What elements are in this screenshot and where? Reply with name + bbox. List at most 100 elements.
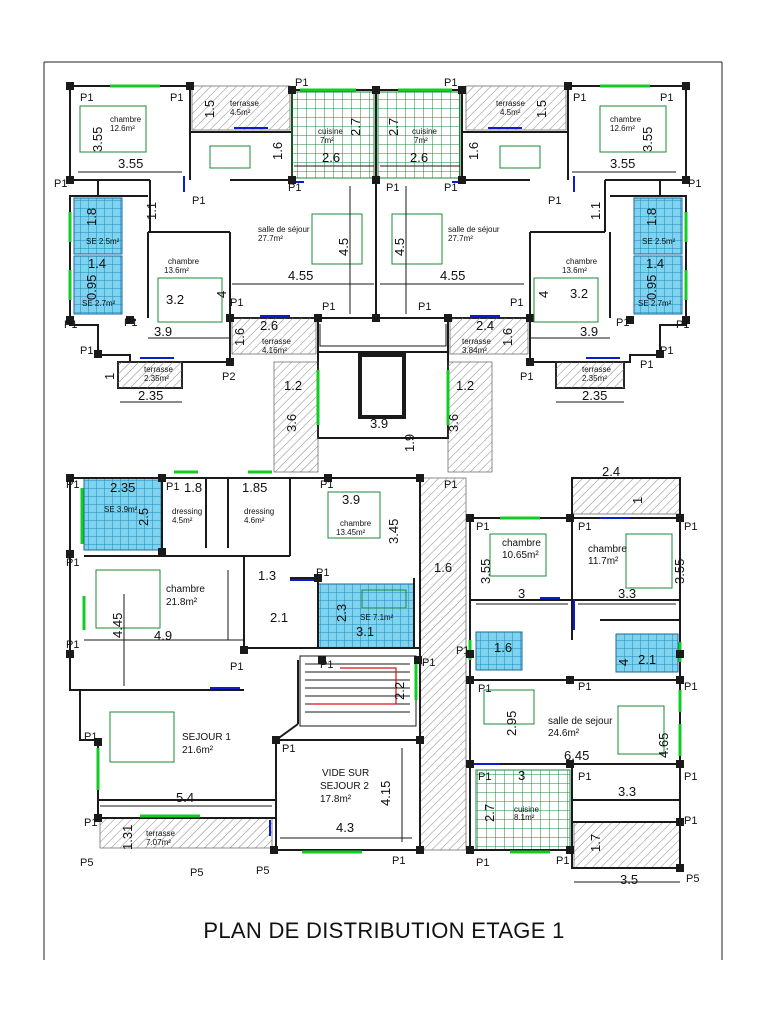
ref-p1: P1	[418, 301, 431, 313]
label-area-sl: 27.7m²	[258, 234, 283, 243]
ref-p1: P1	[170, 92, 183, 104]
terrasse-mid-right	[449, 317, 529, 355]
access-hatch-right	[447, 361, 493, 473]
se-upper-right-2	[633, 255, 683, 315]
vdim-36-l: 3.6	[284, 414, 299, 432]
label-area-tr: 4.5m²	[500, 108, 521, 117]
vdim-18-l: 1.8	[84, 208, 99, 226]
vdim-355-l: 3.55	[90, 127, 105, 152]
label-terrasse-sr: terrasse	[582, 365, 611, 374]
vdim-45-r: 4.5	[392, 238, 407, 256]
vdim-16-tl: 1.6	[232, 328, 247, 346]
vdim-17: 1.7	[588, 834, 603, 852]
dim-39-r: 3.9	[580, 324, 598, 339]
terrasse-small-left	[117, 361, 183, 389]
dim-235-r: 2.35	[582, 388, 607, 403]
se-east-2	[615, 633, 679, 673]
ref-p1: P1	[444, 77, 457, 89]
label-dressing-2: dressing	[244, 507, 274, 516]
dim-21: 2.1	[270, 610, 288, 625]
vertical-dimension-labels: 3.55 3.55 1.5 1.5 2.7 2.7 1.6 1.6 1.1 1.…	[84, 100, 687, 852]
ref-p5: P5	[686, 873, 699, 885]
label-chambre-ur: chambre	[610, 115, 642, 124]
label-area-sr2: 2.35m²	[582, 374, 607, 383]
label-area-sejour1: 21.6m²	[182, 745, 214, 756]
label-area-218: 21.8m²	[166, 597, 198, 608]
ref-p1: P1	[660, 92, 673, 104]
doors	[130, 127, 630, 836]
dim-26-l: 2.6	[322, 150, 340, 165]
terrasse-top-left	[191, 85, 291, 131]
dim-39-l: 3.9	[154, 324, 172, 339]
ref-p1: P1	[640, 359, 653, 371]
sofa-sejour-e	[617, 705, 665, 755]
vdim-095-l: 0.95	[84, 275, 99, 300]
vdim-1-e: 1	[630, 497, 645, 504]
cuisine-left	[291, 91, 375, 179]
label-area-d1: 4.5m²	[172, 516, 193, 525]
label-area-1345: 13.45m²	[336, 528, 366, 537]
terrasse-mid-left	[231, 317, 317, 355]
bed-upper-right	[599, 105, 667, 153]
ref-p1: P1	[80, 345, 93, 357]
terrasse-small-right	[555, 361, 625, 389]
label-sejour1: SEJOUR 1	[182, 732, 231, 743]
terrasse-top-east	[571, 477, 681, 515]
vdim-4-e: 4	[616, 659, 631, 666]
ref-p1: P1	[54, 178, 67, 190]
ref-p1: P1	[66, 557, 79, 569]
ref-p1: P1	[510, 297, 523, 309]
label-sejour-e: salle de sejour	[548, 716, 613, 727]
ref-p1: P1	[84, 817, 97, 829]
ref-p1: P1	[66, 639, 79, 651]
ref-p1: P1	[320, 479, 333, 491]
label-sejour-l: salle de séjour	[258, 225, 310, 234]
label-cuisine-e: cuisine	[514, 805, 539, 814]
ref-p1: P1	[80, 92, 93, 104]
ref-p1: P1	[684, 771, 697, 783]
dim-33-b: 3.3	[618, 784, 636, 799]
dim-24-e: 2.4	[602, 464, 620, 479]
ref-p5: P5	[190, 867, 203, 879]
lower-apartments-walls	[69, 477, 681, 869]
ref-p1: P1	[230, 297, 243, 309]
ref-p1: P1	[322, 301, 335, 313]
table-left	[209, 145, 251, 169]
label-chambre-218: chambre	[166, 584, 205, 595]
label-terrasse-mr: terrasse	[462, 337, 491, 346]
se-upper-right-1	[633, 197, 683, 255]
label-area-ur: 12.6m²	[610, 124, 635, 133]
label-area-d2: 4.6m²	[244, 516, 265, 525]
dim-12-l: 1.2	[284, 378, 302, 393]
dim-3: 3	[518, 586, 525, 601]
vdim-16-r: 1.6	[466, 142, 481, 160]
label-area-tml: 4.16m²	[262, 346, 287, 355]
ref-p1: P1	[282, 743, 295, 755]
vdim-25: 2.5	[136, 508, 151, 526]
ref-p1: P1	[192, 195, 205, 207]
label-chambre-1065: chambre	[502, 538, 541, 549]
dim-455-r: 4.55	[440, 268, 465, 283]
room-labels: chambre 12.6m² chambre 12.6m² terrasse 4…	[82, 99, 676, 847]
label-area-tl: 4.5m²	[230, 108, 251, 117]
vdim-355-e2: 3.55	[672, 559, 687, 584]
label-terrasse-ml: terrasse	[262, 337, 291, 346]
ref-p1: P1	[444, 182, 457, 194]
column-references: P1 P1 P1 P1 P1 P1 P1 P1 P1 P1 P1 P1 P1 P…	[54, 77, 701, 885]
label-chambre-117: chambre	[588, 544, 627, 555]
label-chambre-ml: chambre	[168, 257, 200, 266]
label-se27-r: SE 2.7m²	[638, 299, 672, 308]
dim-235-l: 2.35	[138, 388, 163, 403]
vdim-16-tr: 1.6	[500, 328, 515, 346]
sofa-right	[391, 213, 443, 265]
cuisine-bottom	[475, 769, 571, 851]
windows-glazing	[68, 84, 688, 854]
dim-26-t: 2.6	[260, 318, 278, 333]
ref-p1: P1	[444, 479, 457, 491]
dim-355-r: 3.55	[610, 156, 635, 171]
vdim-45-l: 4.5	[336, 238, 351, 256]
kitchen-grids	[291, 91, 571, 851]
ref-p1: P1	[556, 855, 569, 867]
ref-p1: P1	[573, 92, 586, 104]
